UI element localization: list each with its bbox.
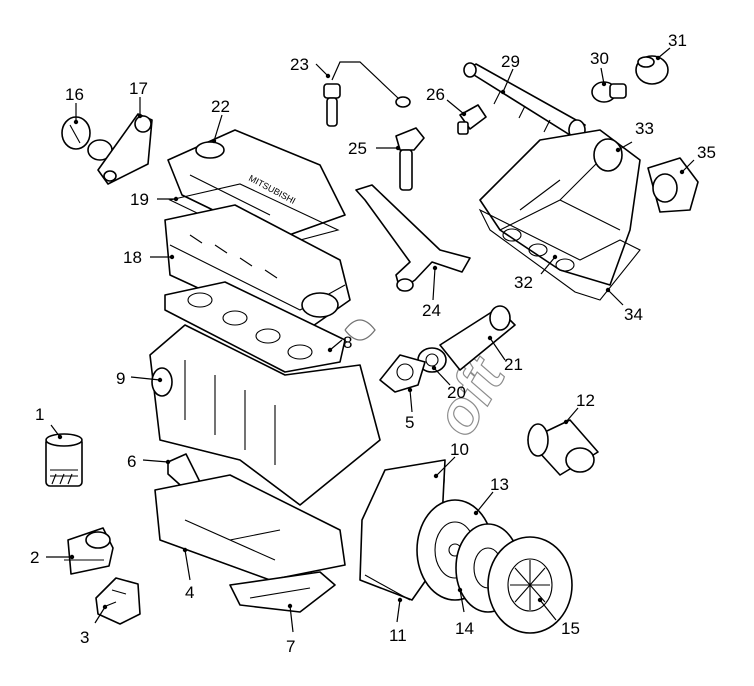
callout-7: 7 <box>286 637 295 656</box>
thermostat-housing <box>379 354 426 393</box>
callout-5: 5 <box>405 413 414 432</box>
callout-33: 33 <box>635 119 654 138</box>
mount-bracket <box>95 577 141 625</box>
cam-sensor <box>395 127 425 191</box>
oil-pan <box>154 474 346 581</box>
water-outlet <box>439 305 516 371</box>
oil-filter <box>45 433 83 487</box>
idler-pulley <box>61 116 113 161</box>
callout-22: 22 <box>211 97 230 116</box>
callout-16: 16 <box>65 85 84 104</box>
pressure-sensor <box>457 104 487 135</box>
callout-35: 35 <box>697 143 716 162</box>
cylinder-head <box>164 204 351 336</box>
oil-pan-baffle <box>229 571 336 613</box>
callout-24: 24 <box>422 301 441 320</box>
callout-3: 3 <box>80 628 89 647</box>
callout-14: 14 <box>455 619 474 638</box>
callout-30: 30 <box>590 49 609 68</box>
intake-manifold <box>479 129 641 286</box>
callout-11: 11 <box>389 626 407 645</box>
head-gasket <box>164 281 346 373</box>
callout-10: 10 <box>450 440 469 459</box>
pressure-regulator <box>591 81 627 103</box>
callout-18: 18 <box>123 248 142 267</box>
callout-19: 19 <box>130 190 149 209</box>
callout-1: 1 <box>35 405 44 424</box>
manifold-gasket <box>478 208 641 301</box>
pressure-plate <box>487 536 573 634</box>
callout-21: 21 <box>504 355 523 374</box>
callout-29: 29 <box>501 52 520 71</box>
throttle-body <box>647 157 699 213</box>
callout-20: 20 <box>447 383 466 402</box>
callout-17: 17 <box>129 79 148 98</box>
callout-4: 4 <box>185 583 194 602</box>
callout-13: 13 <box>490 475 509 494</box>
callout-34: 34 <box>624 305 643 324</box>
callout-23: 23 <box>290 55 309 74</box>
callout-31: 31 <box>668 31 687 50</box>
callout-12: 12 <box>576 391 595 410</box>
starter-motor <box>527 419 599 476</box>
callout-labels: 1 2 3 4 5 6 7 8 9 10 11 12 13 14 15 16 1… <box>30 31 716 656</box>
engine-block <box>149 324 381 506</box>
callout-8: 8 <box>343 333 352 352</box>
callout-15: 15 <box>561 619 580 638</box>
callout-25: 25 <box>348 139 367 158</box>
temp-sensor <box>323 61 411 127</box>
engine-mount <box>64 527 114 575</box>
callout-2: 2 <box>30 548 39 567</box>
accessory-bracket <box>97 113 153 185</box>
callout-32: 32 <box>514 273 533 292</box>
idle-valve <box>635 55 669 85</box>
callout-26: 26 <box>426 85 445 104</box>
water-pipe <box>355 184 471 292</box>
fuel-rail <box>463 62 586 141</box>
leader-lines <box>46 47 695 633</box>
callout-6: 6 <box>127 452 136 471</box>
callout-9: 9 <box>116 369 125 388</box>
